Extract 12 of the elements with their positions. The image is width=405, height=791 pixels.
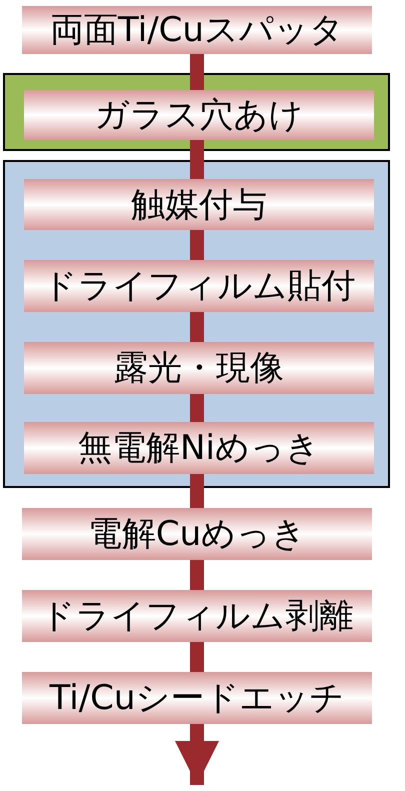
process-box: 露光・現像: [24, 342, 374, 394]
process-box: 無電解Niめっき: [24, 422, 374, 474]
process-box: ドライフィルム貼付: [24, 260, 374, 312]
process-box: 電解Cuめっき: [22, 508, 372, 560]
group-band: [3, 160, 390, 488]
arrow: [175, 724, 219, 785]
process-box: 触媒付与: [24, 179, 374, 230]
process-box: ガラス穴あけ: [24, 90, 374, 140]
process-box: Ti/Cuシードエッチ: [22, 672, 372, 724]
process-box: ドライフィルム剥離: [22, 590, 372, 642]
process-box: 両面Ti/Cuスパッタ: [22, 6, 372, 54]
group-band: [3, 73, 390, 151]
